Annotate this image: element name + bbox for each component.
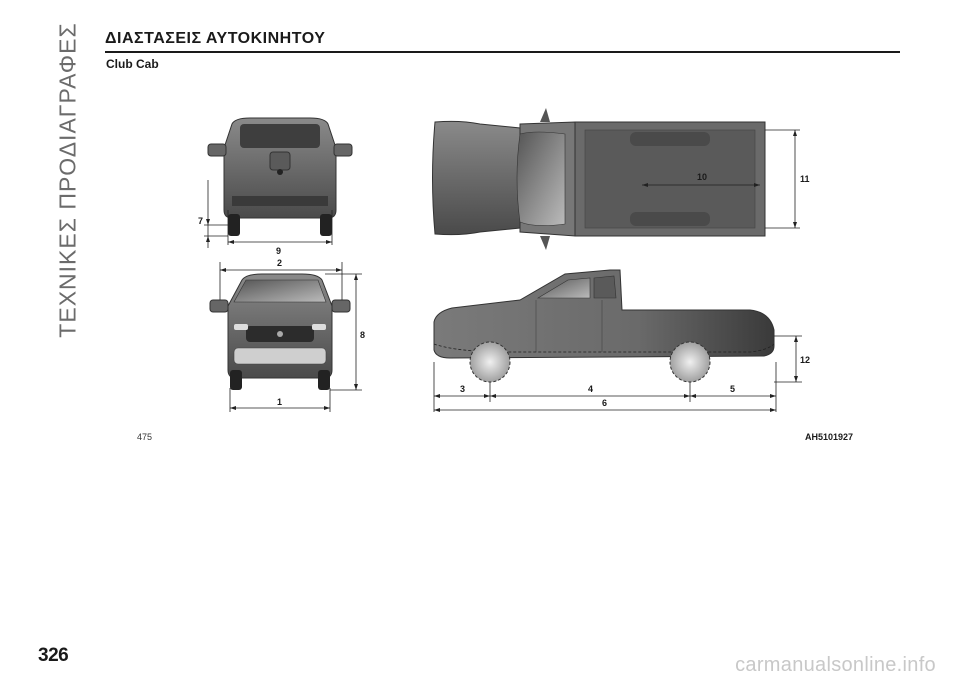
label-3: 3 xyxy=(460,384,465,394)
page-number: 326 xyxy=(38,645,69,666)
page-header: ΔΙΑΣΤΑΣΕΙΣ ΑΥΤΟΚΙΝΗΤΟΥ xyxy=(105,30,900,53)
dim-height-8 xyxy=(325,273,362,391)
dimensions-illustration: 9 7 2 xyxy=(198,108,810,412)
rear-view-vehicle xyxy=(207,117,353,236)
front-view-vehicle xyxy=(209,273,351,390)
vehicle-dimensions-figure: 9 7 2 xyxy=(190,100,810,420)
label-11: 11 xyxy=(800,174,810,184)
label-7: 7 xyxy=(198,216,203,226)
top-view-vehicle xyxy=(432,108,766,250)
dim-rear-height-12 xyxy=(774,335,802,383)
dim-front-track-1 xyxy=(229,388,331,412)
page-heading: ΔΙΑΣΤΑΣΕΙΣ ΑΥΤΟΚΙΝΗΤΟΥ xyxy=(105,30,900,53)
page-subheading: Club Cab xyxy=(106,57,159,71)
label-2: 2 xyxy=(277,258,282,268)
section-title-text: ΤΕΧΝΙΚΕΣ ΠΡΟΔΙΑΓΡΑΦΕΣ xyxy=(54,22,81,338)
label-10: 10 xyxy=(697,172,707,182)
dim-ground-clearance-7 xyxy=(204,180,228,248)
dim-bed-length-10 xyxy=(642,183,760,187)
label-1: 1 xyxy=(277,397,282,407)
watermark-text: carmanualsonline.info xyxy=(735,654,936,676)
label-5: 5 xyxy=(730,384,735,394)
label-9: 9 xyxy=(276,246,281,256)
dim-length-row xyxy=(433,362,777,412)
label-4: 4 xyxy=(588,384,593,394)
section-title-vertical: ΤΕΧΝΙΚΕΣ ΠΡΟΔΙΑΓΡΑΦΕΣ xyxy=(48,22,88,337)
figure-number: 475 xyxy=(137,432,153,442)
figure-code: AH5101927 xyxy=(805,432,854,442)
label-12: 12 xyxy=(800,355,810,365)
dim-overall-width-2 xyxy=(219,262,343,300)
dim-rear-width-9 xyxy=(227,210,333,245)
dim-bed-width-11 xyxy=(765,129,800,229)
label-6: 6 xyxy=(602,398,607,408)
side-view-vehicle xyxy=(433,269,775,383)
label-8: 8 xyxy=(360,330,365,340)
